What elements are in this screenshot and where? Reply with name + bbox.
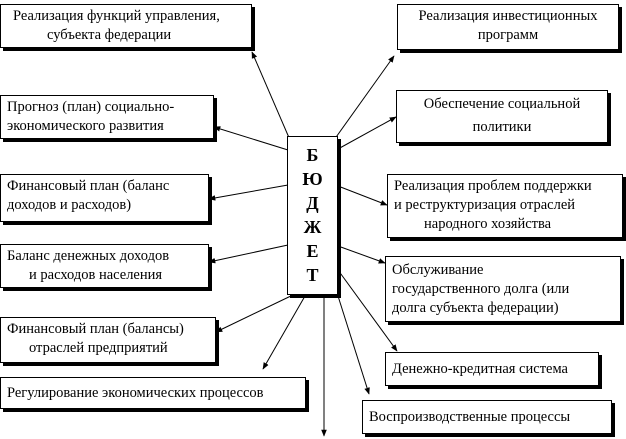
box-debt-service: Обслуживание государственного долга (или…	[385, 256, 621, 322]
budget-letter: Д	[306, 193, 319, 213]
arrow-to-left-3	[208, 184, 289, 201]
box-industry-support: Реализация проблем поддержки и реструкту…	[387, 174, 623, 238]
arrow-to-right-1	[333, 55, 395, 141]
budget-letter: Б	[306, 145, 319, 165]
arrow-to-right-6	[337, 295, 370, 395]
box-financial-plan: Финансовый план (баланс доходов и расход…	[0, 174, 209, 222]
arrow-to-left-6	[262, 295, 306, 370]
box-monetary-system: Денежно-кредитная система	[385, 352, 599, 386]
box-social-policy: Обеспечение социальной политики	[396, 90, 608, 143]
arrow-to-left-5	[215, 293, 296, 333]
arrow-to-right-3	[337, 185, 388, 206]
box-population-balance: Баланс денежных доходов и расходов насел…	[0, 244, 209, 288]
budget-letter: Т	[306, 265, 319, 285]
box-investment-programs: Реализация инвестиционных программ	[397, 4, 619, 50]
budget-letter: Е	[306, 241, 319, 261]
arrow-to-right-4	[337, 245, 386, 264]
budget-letter: Ю	[302, 169, 323, 189]
budget-letter: Ж	[303, 217, 322, 237]
box-reproduction-processes: Воспроизводственные процессы	[362, 400, 612, 434]
box-enterprise-balances: Финансовый план (балансы) отраслей предп…	[0, 317, 216, 363]
arrow-to-left-1	[251, 51, 291, 141]
arrow-to-left-4	[208, 244, 289, 264]
box-economic-regulation: Регулирование экономических процессов	[0, 377, 306, 409]
budget-center-box: Б Ю Д Ж Е Т	[287, 136, 338, 295]
arrow-to-right-5	[337, 269, 398, 352]
arrow-to-right-2	[337, 116, 397, 150]
box-forecast: Прогноз (план) социально- экономического…	[0, 95, 214, 139]
arrow-to-left-2	[213, 126, 289, 151]
box-management-functions: Реализация функций управления, субъекта …	[0, 4, 252, 48]
